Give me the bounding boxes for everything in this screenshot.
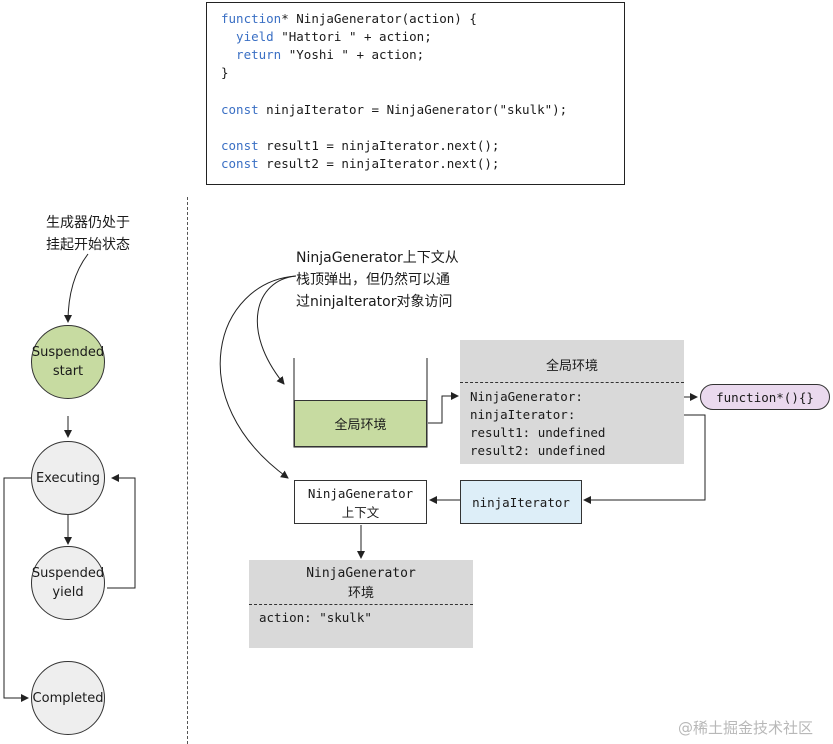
generator-env-title: 环境 [347, 586, 374, 601]
stack-frame-label: 全局环境 [334, 418, 387, 433]
right-note-line: 栈顶弹出，但仍然可以通 [296, 272, 450, 288]
env-entry: NinjaGenerator: [470, 389, 583, 404]
env-entry: ninjaIterator: [470, 407, 576, 422]
code-line: yield "Hattori " + action; [221, 29, 432, 44]
code-line: } [221, 65, 229, 80]
state-label: Completed [32, 690, 104, 706]
function-label: function*(){} [716, 389, 814, 405]
env-separator [460, 382, 684, 383]
right-annotation: NinjaGenerator上下文从 栈顶弹出，但仍然可以通 过ninjaIte… [296, 247, 476, 313]
generator-environment: NinjaGenerator 环境 action: "skulk" [249, 560, 473, 648]
left-annotation: 生成器仍处于 挂起开始状态 [24, 212, 152, 256]
state-label: Suspended [31, 345, 105, 360]
yield-to-executing-arrow [107, 474, 136, 589]
note-to-stack-arrow [257, 275, 297, 385]
state-suspended-yield: Suspended yield [31, 546, 105, 620]
code-line: return "Yoshi " + action; [221, 47, 425, 62]
note-to-start-arrow [64, 253, 89, 323]
generator-env-title: NinjaGenerator [306, 566, 416, 581]
state-completed: Completed [31, 661, 105, 735]
code-line: function* NinjaGenerator(action) { [221, 11, 477, 26]
left-note-line: 生成器仍处于 [46, 215, 130, 231]
iterator-label: ninjaIterator [472, 494, 570, 510]
code-line: const ninjaIterator = NinjaGenerator("sk… [221, 102, 568, 117]
code-line: const result2 = ninjaIterator.next(); [221, 156, 500, 171]
executing-to-completed-arrow [3, 477, 31, 702]
code-line: const result1 = ninjaIterator.next(); [221, 138, 500, 153]
global-environment: 全局环境 NinjaGenerator: ninjaIterator: resu… [460, 340, 684, 464]
global-env-title: 全局环境 [545, 359, 598, 374]
stack-to-global-env-arrow [428, 392, 459, 424]
note-to-context-arrow [219, 275, 297, 479]
function-object: function*(){} [700, 384, 830, 410]
right-note-line: 过ninjaIterator对象访问 [296, 294, 453, 310]
state-executing: Executing [31, 441, 105, 515]
env-separator [249, 604, 473, 605]
stack-frame-global: 全局环境 [294, 400, 427, 447]
context-label: 上下文 [341, 505, 380, 520]
env-entry: result2: undefined [470, 443, 606, 458]
right-note-line: NinjaGenerator上下文从 [296, 250, 459, 266]
env-entry: action: "skulk" [259, 610, 372, 625]
dashed-divider [187, 197, 188, 744]
left-note-line: 挂起开始状态 [46, 237, 130, 253]
generator-context: NinjaGenerator 上下文 [294, 480, 427, 524]
state-label: Executing [35, 470, 101, 486]
state-suspended-start: Suspended start [31, 325, 105, 399]
code-panel: function* NinjaGenerator(action) { yield… [206, 2, 625, 185]
env-entry: result1: undefined [470, 425, 606, 440]
iterator-object: ninjaIterator [460, 480, 582, 524]
context-label: NinjaGenerator [307, 486, 414, 501]
state-label: start [52, 364, 84, 379]
state-label: Suspended [31, 566, 105, 581]
watermark: @稀土掘金技术社区 [678, 719, 814, 737]
state-label: yield [52, 585, 84, 600]
